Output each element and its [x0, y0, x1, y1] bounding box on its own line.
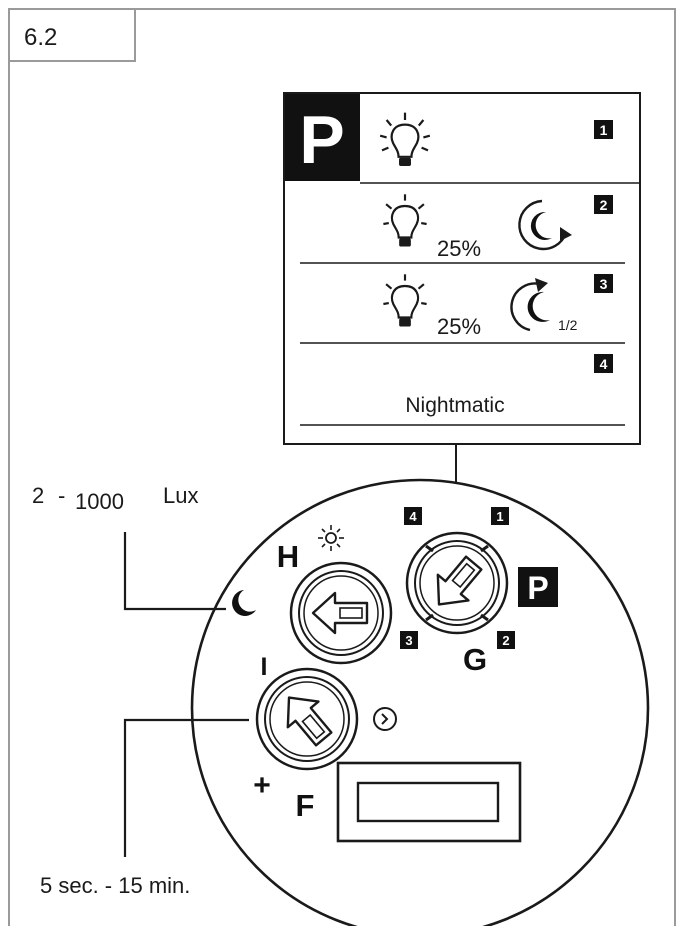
program-mode-badge: [518, 567, 558, 607]
lux-unit: Lux: [163, 483, 198, 508]
program-row-2: 25% 2: [382, 193, 613, 261]
sun-icon: [318, 525, 344, 551]
dial-position-1: 1: [496, 509, 503, 524]
dim-level-2: 25%: [437, 236, 481, 261]
time-leader-line: [123, 718, 249, 857]
dial-g-letter: G: [463, 642, 487, 677]
twilight-dial[interactable]: [289, 561, 393, 665]
dial-position-4: 4: [409, 509, 417, 524]
program-row-1: 1: [379, 111, 613, 168]
dim-level-3: 25%: [437, 314, 481, 339]
row-badge-2: 2: [600, 197, 608, 213]
dial-f-letter: F: [296, 788, 315, 823]
lux-range-label: 2 - 1000 Lux: [32, 483, 198, 514]
row-badge-4: 4: [600, 356, 608, 372]
lux-range-start: 2: [32, 483, 44, 508]
program-mode-letter: P: [299, 102, 344, 178]
dial-position-2: 2: [502, 633, 509, 648]
figure-frame: [8, 8, 676, 926]
svg-text:-: -: [58, 483, 65, 508]
section-number: 6.2: [24, 24, 58, 51]
program-panel: P 1 25% 2: [283, 92, 641, 445]
dial-position-3: 3: [405, 633, 412, 648]
lux-leader-line: [123, 532, 226, 611]
dial-h-letter: H: [277, 539, 299, 574]
time-dial[interactable]: [255, 667, 359, 771]
section-tab: 6.2: [8, 8, 136, 62]
program-dial[interactable]: [405, 531, 509, 635]
night-fraction: 1/2: [558, 317, 578, 333]
moon-icon: [232, 590, 256, 616]
dial-p-letter: P: [527, 570, 548, 606]
row-badge-3: 3: [600, 276, 608, 292]
row-badge-1: 1: [600, 122, 608, 138]
nightmatic-label: Nightmatic: [405, 394, 504, 417]
night-cycle-icon: [518, 199, 572, 251]
program-row-3: 25% 1/2 3: [382, 273, 613, 339]
clock-icon: [373, 707, 397, 731]
program-row-4: 4 Nightmatic: [405, 354, 613, 417]
time-minus-label: I: [261, 653, 268, 681]
lux-range-end: 1000: [75, 489, 124, 514]
time-plus-label: +: [253, 769, 271, 802]
display-window: [336, 761, 522, 843]
time-range-label: 5 sec. - 15 min.: [40, 873, 190, 898]
half-night-icon: [510, 278, 550, 332]
